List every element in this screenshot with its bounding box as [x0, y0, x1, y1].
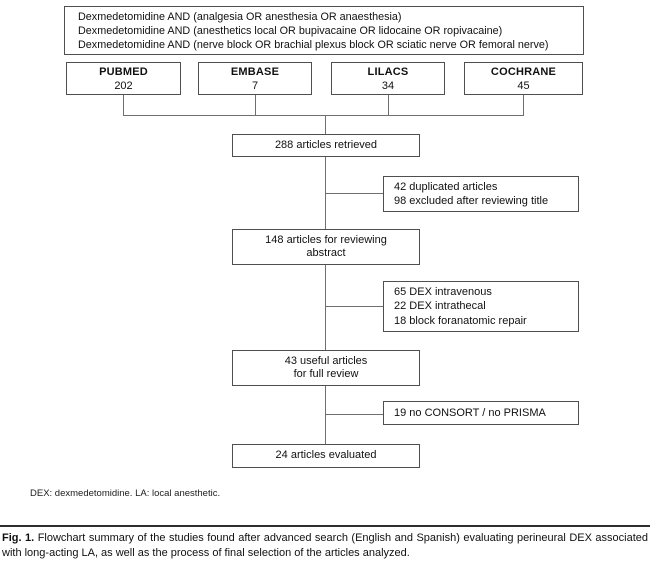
- exclusion-dex-line-1: 65 DEX intravenous: [394, 285, 492, 298]
- exclusion-box-duplicates: 42 duplicated articles 98 excluded after…: [383, 176, 579, 212]
- flow-box-abstract-line-2: abstract: [306, 247, 346, 259]
- connector-branch-duplicates: [325, 193, 383, 194]
- flow-box-retrieved: 288 articles retrieved: [232, 134, 420, 157]
- flow-box-abstract-line-1: 148 articles for reviewing: [265, 233, 387, 246]
- database-name-pubmed: PUBMED: [99, 66, 148, 78]
- exclusion-box-dex-types: 65 DEX intravenous 22 DEX intrathecal 18…: [383, 281, 579, 332]
- connector-branch-consort: [325, 414, 383, 415]
- database-name-cochrane: COCHRANE: [490, 66, 557, 78]
- database-count-cochrane: 45: [517, 80, 530, 92]
- search-query-box: Dexmedetomidine AND (analgesia OR anesth…: [64, 6, 584, 55]
- connector-fullreview-to-evaluated: [325, 386, 326, 444]
- figure-caption-label: Fig. 1.: [2, 532, 35, 544]
- database-count-embase: 7: [251, 80, 259, 92]
- figure-caption-text: Flowchart summary of the studies found a…: [2, 532, 649, 559]
- flow-box-full-review-line-2: for full review: [293, 368, 359, 380]
- search-query-line-2: Dexmedetomidine AND (anesthetics local O…: [78, 25, 503, 38]
- database-count-lilacs: 34: [381, 80, 395, 92]
- database-name-lilacs: LILACS: [367, 66, 409, 78]
- exclusion-dex-line-2: 22 DEX intrathecal: [394, 300, 486, 313]
- connector-stub-lilacs: [388, 95, 389, 115]
- exclusion-dex-line-3: 18 block foranatomic repair: [394, 314, 527, 327]
- flow-box-evaluated: 24 articles evaluated: [232, 444, 420, 468]
- exclusion-duplicates-line-1: 42 duplicated articles: [394, 180, 498, 193]
- connector-merge-drop: [325, 115, 326, 134]
- connector-merge-horizontal: [123, 115, 524, 116]
- connector-abstract-to-fullreview: [325, 265, 326, 350]
- database-box-cochrane: COCHRANE 45: [464, 62, 583, 95]
- connector-branch-dex-types: [325, 306, 383, 307]
- exclusion-box-consort: 19 no CONSORT / no PRISMA: [383, 401, 579, 425]
- search-query-line-1: Dexmedetomidine AND (analgesia OR anesth…: [78, 11, 402, 23]
- connector-stub-pubmed: [123, 95, 124, 115]
- exclusion-duplicates-line-2: 98 excluded after reviewing title: [394, 195, 549, 207]
- flow-box-abstract-review: 148 articles for reviewing abstract: [232, 229, 420, 265]
- flow-box-full-review: 43 useful articles for full review: [232, 350, 420, 386]
- database-box-embase: EMBASE 7: [198, 62, 312, 95]
- flow-box-retrieved-label: 288 articles retrieved: [274, 138, 378, 151]
- caption-divider-rule: [0, 525, 650, 527]
- database-box-pubmed: PUBMED 202: [66, 62, 181, 95]
- figure-caption: Fig. 1. Flowchart summary of the studies…: [2, 531, 648, 560]
- database-box-lilacs: LILACS 34: [331, 62, 445, 95]
- connector-stub-cochrane: [523, 95, 524, 115]
- abbreviation-footnote: DEX: dexmedetomidine. LA: local anesthet…: [30, 488, 221, 499]
- flow-box-full-review-line-1: 43 useful articles: [284, 354, 368, 367]
- database-name-embase: EMBASE: [230, 66, 280, 78]
- exclusion-consort-line-1: 19 no CONSORT / no PRISMA: [394, 406, 546, 419]
- search-query-line-3: Dexmedetomidine AND (nerve block OR brac…: [78, 39, 549, 52]
- flow-box-evaluated-label: 24 articles evaluated: [275, 449, 377, 462]
- database-count-pubmed: 202: [114, 80, 133, 92]
- connector-stub-embase: [255, 95, 256, 115]
